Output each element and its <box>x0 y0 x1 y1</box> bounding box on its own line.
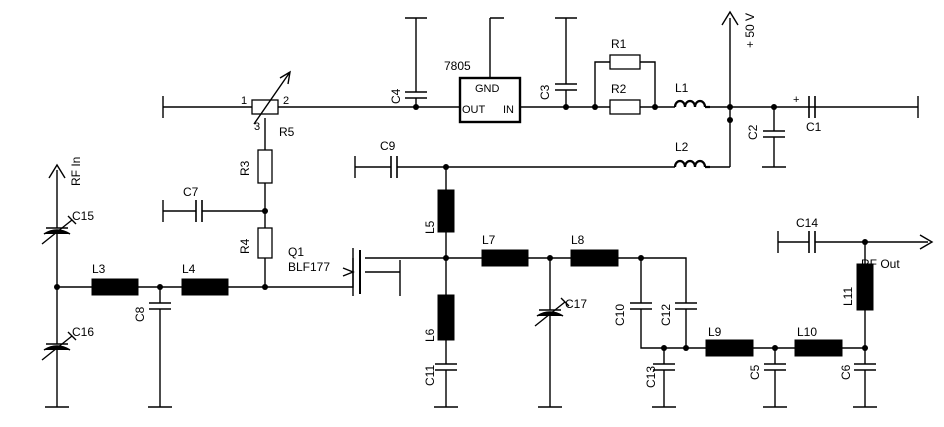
label-plus: + <box>793 94 799 106</box>
label-l9: L9 <box>708 325 722 339</box>
l11-symbol <box>856 263 874 311</box>
r3-symbol <box>257 149 273 184</box>
label-c4: C4 <box>389 88 403 104</box>
label-c13: C13 <box>644 366 658 388</box>
label-r2: R2 <box>611 82 627 96</box>
c15-symbol <box>43 227 71 235</box>
label-in: IN <box>503 104 514 116</box>
label-l4: L4 <box>182 262 196 276</box>
c8-symbol <box>149 302 171 310</box>
l2-symbol <box>673 159 710 169</box>
label-l10: L10 <box>797 325 817 339</box>
q1-mosfet <box>342 250 361 294</box>
q1-arrow-icon <box>342 267 355 277</box>
c11-symbol <box>435 363 457 371</box>
c5-symbol <box>764 363 786 371</box>
label-c11: C11 <box>423 365 437 386</box>
l5-symbol <box>437 189 455 233</box>
label-l11: L11 <box>841 287 855 306</box>
label-c16: C16 <box>72 325 94 339</box>
label-l6: L6 <box>423 328 437 342</box>
label-l5: L5 <box>423 220 437 234</box>
c2-symbol <box>763 130 785 138</box>
label-c2: C2 <box>746 124 760 140</box>
label-l1: L1 <box>675 81 689 95</box>
c9-symbol <box>390 156 398 178</box>
rf-out-arrow-icon <box>919 234 934 250</box>
c7-symbol <box>195 200 203 222</box>
c15-trimmer-icon <box>41 215 77 245</box>
voltage-regulator <box>458 76 522 124</box>
label-c17: C17 <box>565 297 587 311</box>
label-r4: R4 <box>238 238 252 254</box>
c10-symbol <box>630 302 652 310</box>
label-q1-type: BLF177 <box>288 260 330 274</box>
r2-symbol <box>609 99 641 115</box>
label-c9: C9 <box>380 139 396 153</box>
label-rf-out: RF Out <box>861 257 900 271</box>
junctions <box>54 104 868 351</box>
capacitor-plates <box>41 83 876 371</box>
c17-symbol <box>536 309 564 317</box>
l3-symbol <box>91 278 139 296</box>
label-c15: C15 <box>72 209 94 223</box>
labels: R1 R2 R5 1 2 3 R3 R4 7805 GND OUT IN C4 … <box>69 13 900 388</box>
label-c12: C12 <box>659 304 673 326</box>
c14-symbol <box>808 231 816 253</box>
c16-symbol <box>43 343 71 351</box>
label-gnd: GND <box>475 83 500 95</box>
label-supply: + 50 V <box>743 13 757 48</box>
label-pin3: 3 <box>254 121 260 133</box>
label-c14: C14 <box>796 216 818 230</box>
label-c1: C1 <box>806 120 822 134</box>
c12-symbol <box>675 302 697 310</box>
c4-symbol <box>405 91 427 99</box>
r5-adjust-arrow-icon <box>253 70 291 125</box>
c16-trimmer-icon <box>41 331 77 361</box>
c1-symbol <box>808 96 816 118</box>
l9-symbol <box>705 339 754 357</box>
label-rf-in: RF In <box>69 157 83 186</box>
l6-symbol <box>437 294 455 341</box>
label-q1: Q1 <box>288 245 304 259</box>
label-r5: R5 <box>279 125 295 139</box>
label-r3: R3 <box>238 160 252 176</box>
label-r1: R1 <box>611 37 627 51</box>
r4-symbol <box>257 227 273 259</box>
label-l2: L2 <box>675 140 689 154</box>
label-l7: L7 <box>482 233 496 247</box>
label-l8: L8 <box>571 233 585 247</box>
label-pin1: 1 <box>241 95 247 107</box>
regulator-body <box>458 76 522 124</box>
c6-symbol <box>854 363 876 371</box>
inductors <box>91 99 874 357</box>
l4-symbol <box>181 278 229 296</box>
l10-symbol <box>794 339 843 357</box>
label-c6: C6 <box>839 364 853 380</box>
label-pin2: 2 <box>283 95 289 107</box>
r1-symbol <box>609 54 641 70</box>
label-7805: 7805 <box>444 59 471 73</box>
label-c5: C5 <box>748 364 762 380</box>
l7-symbol <box>481 249 529 267</box>
supply-arrow-icon <box>721 10 739 26</box>
c13-symbol <box>653 363 675 371</box>
label-c8: C8 <box>133 306 147 322</box>
port-arrows <box>48 10 934 250</box>
l8-symbol <box>570 249 619 267</box>
label-out: OUT <box>462 104 486 116</box>
resistors <box>251 54 641 259</box>
label-c10: C10 <box>613 304 627 326</box>
label-l3: L3 <box>92 262 106 276</box>
c3-symbol <box>555 83 577 91</box>
l1-symbol <box>673 99 710 109</box>
label-c3: C3 <box>538 84 552 100</box>
label-c7: C7 <box>183 185 199 199</box>
c17-trimmer-icon <box>534 297 570 327</box>
rf-in-arrow-icon <box>48 163 66 179</box>
